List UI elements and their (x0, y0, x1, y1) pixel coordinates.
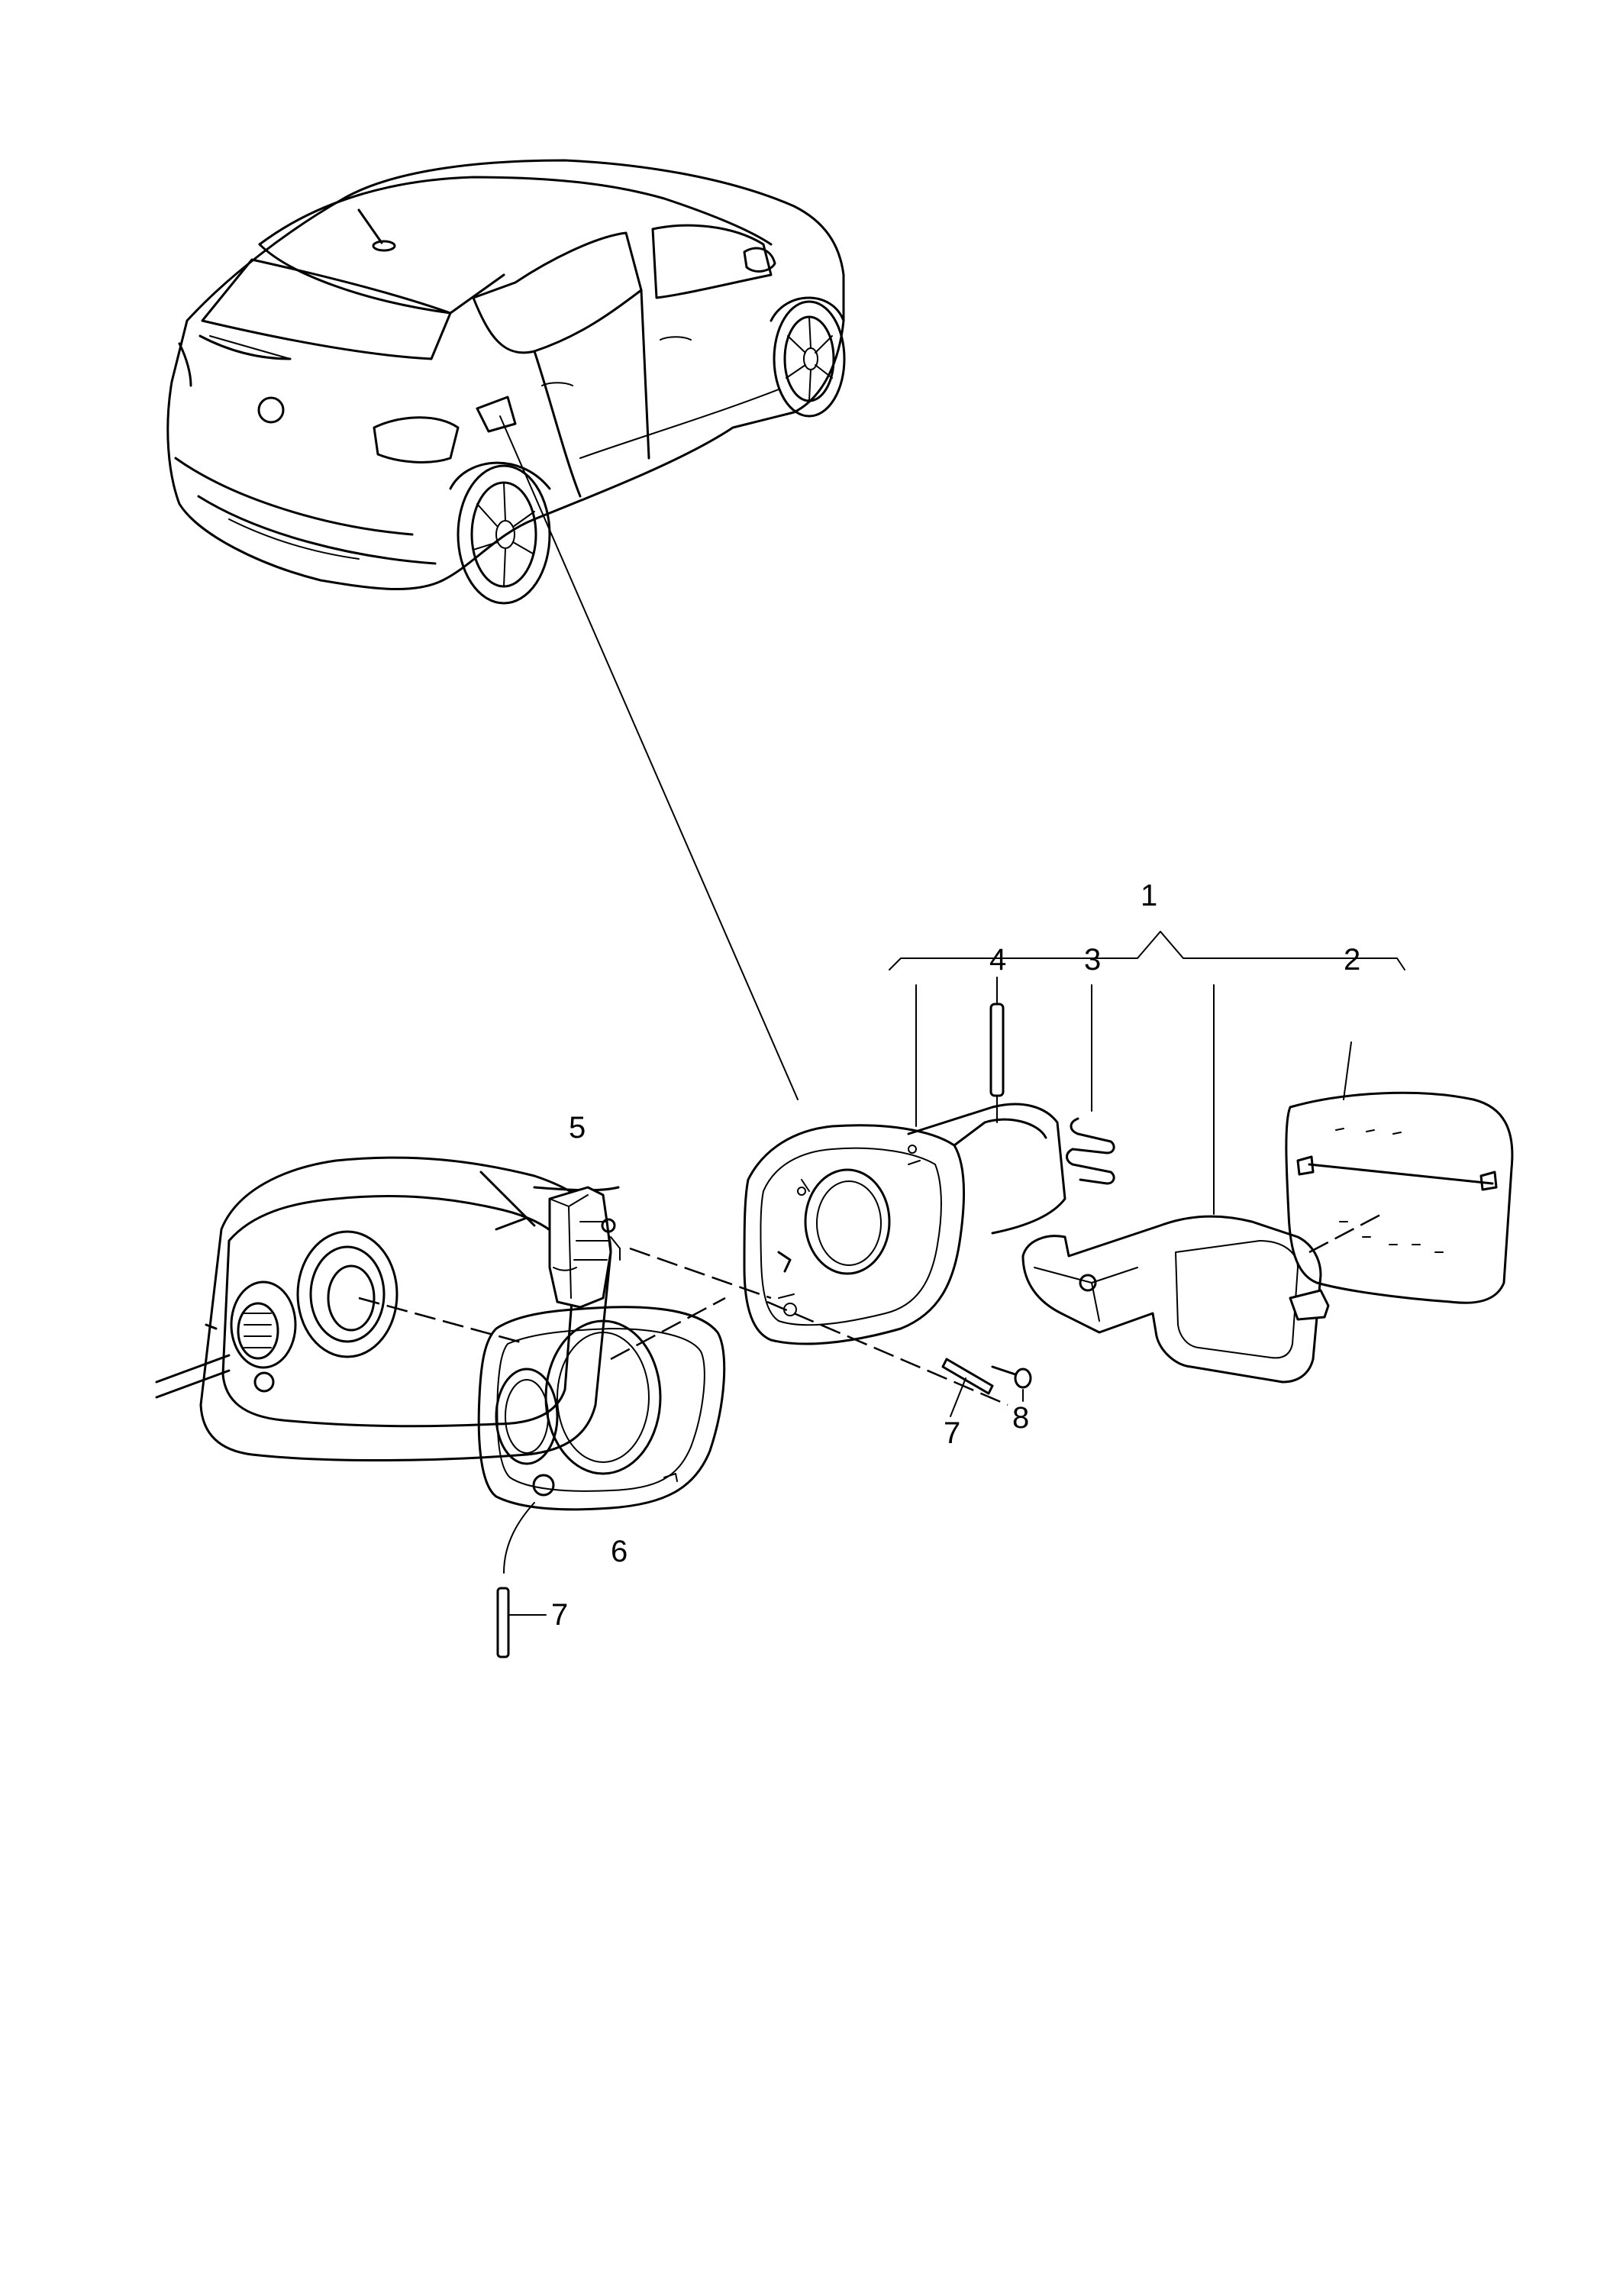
actuator-part-5 (548, 1186, 621, 1309)
callout-2: 2 (1344, 943, 1360, 977)
group-bracket-part-1 (889, 931, 1405, 970)
spring-part-3 (1066, 984, 1115, 1185)
assembly-lines (358, 1213, 1383, 1406)
filler-flap-part-2 (1285, 1041, 1514, 1304)
callout-labels: 1 2 3 4 5 6 7 7 8 (551, 879, 1360, 1632)
pin-part-7-upper (941, 1358, 994, 1417)
callout-7-lower: 7 (551, 1598, 568, 1632)
callout-5: 5 (569, 1111, 586, 1145)
callout-7-upper: 7 (944, 1416, 960, 1450)
flap-hinge (915, 984, 1330, 1384)
callout-4: 4 (989, 943, 1006, 977)
callout-1: 1 (1141, 879, 1157, 912)
pin-part-7-lower (496, 1502, 547, 1658)
callout-6: 6 (611, 1535, 628, 1568)
seal-part-6 (477, 1306, 726, 1511)
callout-8: 8 (1012, 1401, 1029, 1435)
screw-part-8 (991, 1365, 1032, 1402)
fuel-filler-housing (743, 1103, 1066, 1345)
leader-line (499, 415, 799, 1100)
vehicle-illustration (166, 159, 846, 605)
pin-part-4 (989, 977, 1005, 1123)
callout-3: 3 (1084, 943, 1101, 977)
